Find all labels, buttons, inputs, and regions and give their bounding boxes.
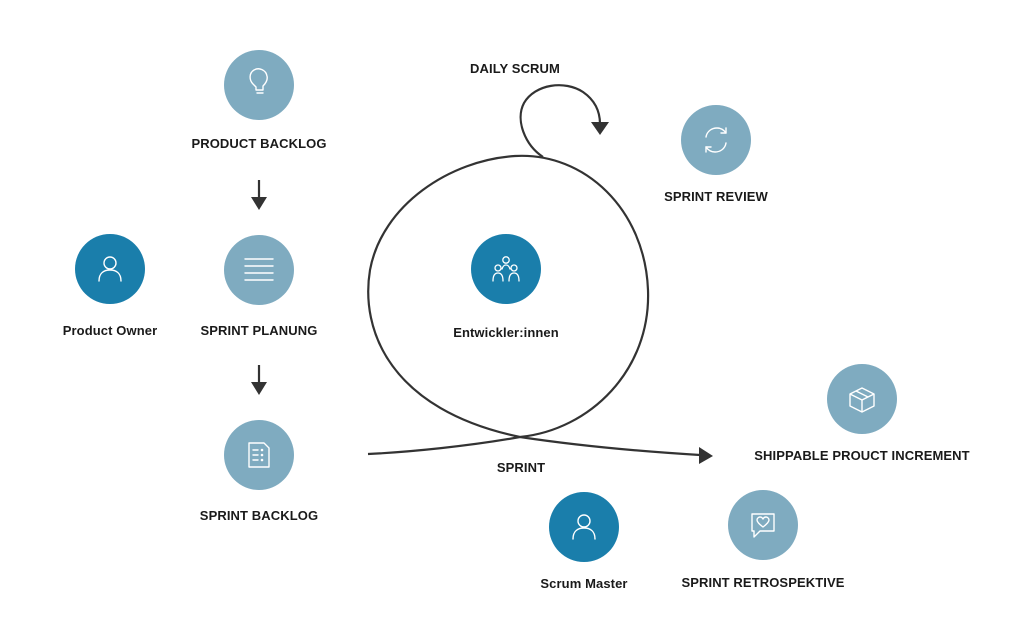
sprint-loop-path: [367, 154, 701, 457]
sprint-exit-arrowhead: [699, 447, 713, 464]
node-product-owner-label: Product Owner: [63, 323, 157, 338]
node-sprint-review: SPRINT REVIEW: [664, 105, 768, 204]
arrow-backlog-to-planung: [251, 180, 267, 210]
node-increment-label: SHIPPABLE PROUCT INCREMENT: [754, 448, 969, 463]
person-icon: [572, 514, 596, 540]
node-sprint-planung-circle: [224, 235, 294, 305]
node-sprint-review-label: SPRINT REVIEW: [664, 189, 768, 204]
node-product-backlog: PRODUCT BACKLOG: [191, 50, 326, 151]
node-sprint-planung-label: SPRINT PLANUNG: [201, 323, 318, 338]
team-icon: [492, 256, 520, 282]
person-icon: [98, 256, 122, 282]
lightbulb-icon: [249, 68, 268, 94]
node-scrum-master-label: Scrum Master: [540, 576, 627, 591]
daily-scrum-loop-path: [519, 84, 602, 158]
node-retrospektive: SPRINT RETROSPEKTIVE: [681, 490, 845, 590]
node-retrospektive-circle: [728, 490, 798, 560]
sprint-label: SPRINT: [497, 460, 545, 475]
node-sprint-review-circle: [681, 105, 751, 175]
node-product-backlog-label: PRODUCT BACKLOG: [191, 136, 326, 151]
node-entwickler: Entwickler:innen: [453, 234, 559, 340]
arrow-planung-to-sprint-backlog: [251, 365, 267, 395]
document-list-icon: [248, 442, 270, 468]
node-entwickler-label: Entwickler:innen: [453, 325, 559, 340]
node-sprint-backlog-label: SPRINT BACKLOG: [200, 508, 318, 523]
box-icon: [849, 387, 875, 413]
refresh-icon: [705, 127, 727, 153]
node-sprint-backlog-circle: [224, 420, 294, 490]
daily-scrum-arrowhead: [591, 122, 609, 135]
chat-heart-icon: [751, 513, 775, 538]
node-sprint-planung: SPRINT PLANUNG: [201, 235, 318, 338]
node-sprint-backlog: SPRINT BACKLOG: [200, 420, 318, 523]
node-retrospektive-label: SPRINT RETROSPEKTIVE: [681, 575, 844, 590]
list-lines-icon: [244, 258, 274, 281]
node-increment-circle: [827, 364, 897, 434]
node-increment: SHIPPABLE PROUCT INCREMENT: [754, 364, 970, 463]
daily-scrum-label: DAILY SCRUM: [470, 61, 560, 76]
node-product-backlog-circle: [224, 50, 294, 120]
node-scrum-master: Scrum Master: [540, 492, 627, 591]
node-product-owner: Product Owner: [63, 234, 157, 338]
node-entwickler-circle: [471, 234, 541, 304]
